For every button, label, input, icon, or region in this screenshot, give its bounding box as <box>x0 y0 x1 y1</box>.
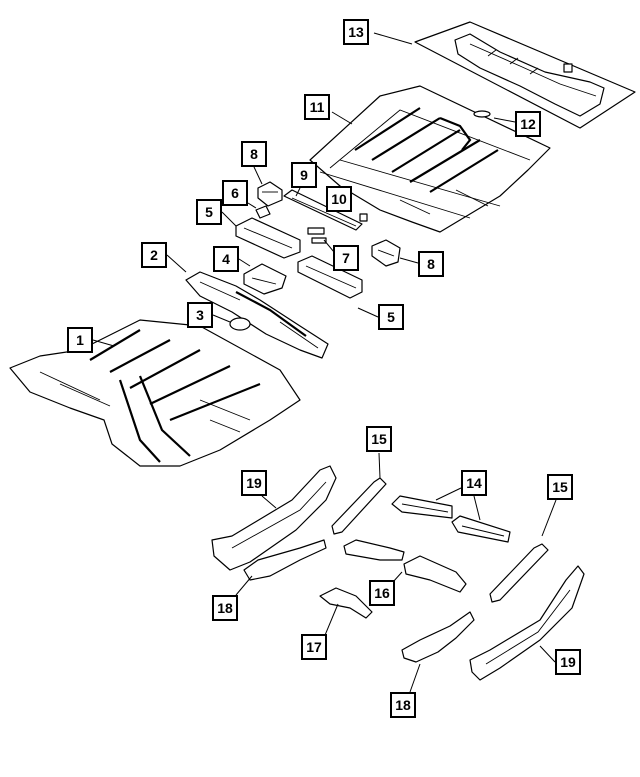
part-14-lower-piece <box>451 515 511 543</box>
part-8-lower-bracket <box>371 239 401 267</box>
part-17-bracket <box>319 587 373 619</box>
callout-7: 7 <box>333 245 359 271</box>
callout-11: 11 <box>304 94 330 120</box>
callout-12: 12 <box>515 111 541 137</box>
callout-4: 4 <box>213 246 239 272</box>
part-15-left-rail <box>331 477 387 535</box>
callout-10: 10 <box>326 186 352 212</box>
part-18-right-reinforcement <box>401 611 475 663</box>
callout-9: 9 <box>291 162 317 188</box>
callout-1: 1 <box>67 327 93 353</box>
callout-13: 13 <box>343 19 369 45</box>
callout-18-left: 18 <box>212 595 238 621</box>
callout-5-lower: 5 <box>378 304 404 330</box>
callout-14: 14 <box>461 470 487 496</box>
part-16-left-piece <box>343 539 405 561</box>
part-15-right-rail <box>489 543 549 603</box>
part-11-rear-floor-pan <box>309 85 551 233</box>
part-19-left-sill <box>211 465 337 571</box>
callout-3: 3 <box>187 302 213 328</box>
callout-16: 16 <box>369 580 395 606</box>
part-1-front-floor-pan <box>9 319 301 467</box>
callout-2: 2 <box>141 242 167 268</box>
part-19-right-sill <box>469 565 585 681</box>
part-5-upper-crossmember <box>235 217 301 259</box>
part-3-plug <box>229 317 251 331</box>
callout-17: 17 <box>301 634 327 660</box>
callout-18-right: 18 <box>390 692 416 718</box>
part-5-lower-crossmember <box>297 255 363 299</box>
part-8-upper-bracket <box>257 181 283 207</box>
callout-19-left: 19 <box>241 470 267 496</box>
part-13-rear-crossmember <box>414 21 636 129</box>
callout-6: 6 <box>222 180 248 206</box>
part-2-tunnel-reinforcement <box>185 271 329 359</box>
part-6-bracket <box>255 205 271 219</box>
part-16-right-piece <box>403 555 467 593</box>
callout-19-right: 19 <box>555 649 581 675</box>
callout-8-lower: 8 <box>418 251 444 277</box>
callout-15-left: 15 <box>366 426 392 452</box>
part-14-upper-piece <box>391 495 453 519</box>
callout-15-right: 15 <box>547 474 573 500</box>
callout-8-upper: 8 <box>241 141 267 167</box>
part-7-pieces <box>307 227 327 244</box>
part-4-panel <box>243 263 287 295</box>
part-9-crossbar <box>283 189 363 231</box>
leader-lines <box>92 32 557 693</box>
part-18-left-reinforcement <box>243 539 327 581</box>
callout-5-upper: 5 <box>196 199 222 225</box>
